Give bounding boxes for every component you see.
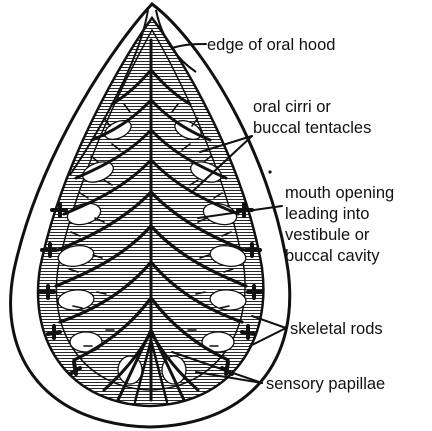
label-mouth-line1: mouth opening <box>285 184 394 202</box>
label-edge-of-oral-hood: edge of oral hood <box>207 36 335 54</box>
label-skeletal-rods: skeletal rods <box>290 320 383 338</box>
label-oral-cirri-line1: oral cirri or <box>253 98 331 116</box>
label-sensory-papillae: sensory papillae <box>266 375 385 393</box>
label-mouth-line4: buccal cavity <box>285 247 380 265</box>
mouth-dot <box>268 170 271 173</box>
label-oral-cirri-line2: buccal tentacles <box>253 119 371 137</box>
label-mouth-line3: vestibule or <box>285 226 370 244</box>
label-mouth-line2: leading into <box>285 205 369 223</box>
